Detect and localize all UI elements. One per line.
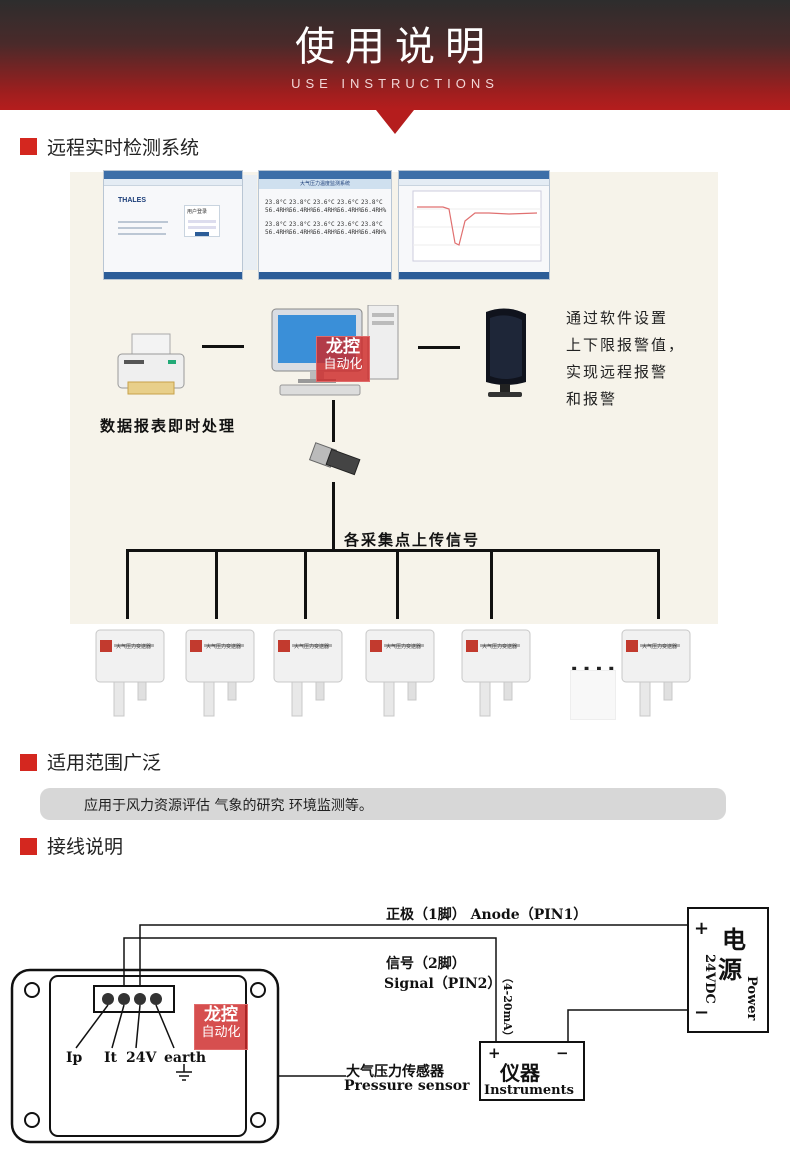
table-cell-humidity: 56.4RH% — [265, 207, 291, 214]
screenshot-trend-chart — [398, 170, 550, 280]
sensor-device: 大气压力变送器 — [94, 626, 166, 722]
section-title-remote: 远程实时检测系统 — [47, 137, 200, 159]
sensor-label-cn: 大气压力传感器 — [346, 1063, 445, 1080]
sensor-device: 大气压力变送器 — [272, 626, 344, 722]
anode-wire — [139, 924, 700, 987]
table-cell-humidity: 56.4RH% — [313, 229, 339, 236]
power-label-en: Power — [744, 976, 759, 1021]
terminal-label: Ip — [66, 1050, 83, 1066]
table-cell-humidity: 56.4RH% — [313, 207, 339, 214]
table-cell: 23.8°C — [289, 199, 311, 206]
signal-label-en: Signal（PIN2） — [384, 976, 501, 992]
placeholder-box — [570, 670, 616, 720]
mount-hole — [24, 1112, 40, 1128]
table-cell: 23.6°C — [313, 221, 335, 228]
table-cell: 23.8°C — [361, 199, 383, 206]
table-cell-humidity: 56.4RH% — [337, 229, 363, 236]
header-banner — [0, 0, 790, 110]
sensor-label-en: Pressure sensor — [344, 1078, 470, 1094]
section-marker — [20, 838, 37, 855]
svg-text:+: + — [694, 918, 709, 939]
alarm-speaker-icon — [486, 308, 526, 397]
signal-wire — [123, 937, 497, 1062]
power-box — [687, 907, 769, 1033]
sensor-device: 大气压力变送器 — [460, 626, 532, 722]
power-voltage: 24VDC — [702, 954, 717, 1004]
table-cell: 23.6°C — [313, 199, 335, 206]
sensor-device: 大气压力变送器 — [620, 626, 692, 722]
screen-brand: THALES — [118, 197, 146, 204]
instrument-label-en: Instruments — [484, 1083, 574, 1098]
printer-icon — [117, 333, 185, 395]
sensor-label: 大气压力变送器 — [386, 644, 422, 650]
svg-text:−: − — [556, 1044, 569, 1062]
sensor-label: 大气压力变送器 — [482, 644, 518, 650]
scope-bar — [40, 788, 726, 820]
terminal-label: It — [104, 1050, 118, 1066]
mount-hole — [250, 1112, 266, 1128]
watermark-logo: 龙控 自动化 — [194, 1004, 248, 1050]
current-label: （4-20mA） — [501, 972, 514, 1042]
signal-label-cn: 信号（2脚） — [386, 955, 466, 972]
trend-chart-svg — [412, 190, 542, 262]
terminal-label: earth — [164, 1050, 206, 1066]
table-cell-humidity: 56.4RH% — [265, 229, 291, 236]
page-subtitle: USE INSTRUCTIONS — [291, 76, 499, 91]
table-cell-humidity: 56.4RH% — [337, 207, 363, 214]
sensor-device: 大气压力变送器 — [364, 626, 436, 722]
anode-label: 正极（1脚） Anode（PIN1） — [386, 906, 587, 923]
banner-arrow — [376, 110, 414, 134]
table-cell-humidity: 56.4RH% — [361, 229, 387, 236]
table-cell-humidity: 56.4RH% — [289, 207, 315, 214]
printer-link — [202, 345, 244, 348]
sensor-label: 大气压力变送器 — [206, 644, 242, 650]
return-wire — [567, 1009, 690, 1042]
section-title-scope: 适用范围广泛 — [47, 752, 162, 774]
table-cell: 23.6°C — [337, 199, 359, 206]
page-title: 使用说明 — [295, 24, 495, 70]
table-cell-humidity: 56.4RH% — [289, 229, 315, 236]
table-cell: 23.8°C — [265, 199, 287, 206]
table-cell: 23.8°C — [289, 221, 311, 228]
trunk-line — [332, 482, 335, 550]
section-title-wiring: 接线说明 — [47, 836, 124, 858]
upload-note: 各采集点上传信号 — [344, 531, 481, 549]
power-label-cn-1: 电 — [722, 925, 746, 954]
table-cell-humidity: 56.4RH% — [361, 207, 387, 214]
svg-text:−: − — [694, 1002, 709, 1023]
svg-text:+: + — [488, 1044, 501, 1062]
table-cell: 23.8°C — [361, 221, 383, 228]
watermark-logo: 龙控 自动化 — [316, 336, 370, 382]
screenshot-login: THALES 用户登录 — [103, 170, 243, 280]
power-label-cn-2: 源 — [718, 955, 742, 984]
section-marker — [20, 754, 37, 771]
table-cell: 23.8°C — [265, 221, 287, 228]
printer-note: 数据报表即时处理 — [100, 417, 237, 435]
section-marker — [20, 138, 37, 155]
sensor-label: 大气压力变送器 — [116, 644, 152, 650]
mount-hole — [24, 982, 40, 998]
table-cell: 23.6°C — [337, 221, 359, 228]
alarm-note: 通过软件设置 上下限报警值， 实现远程报警 和报警 — [566, 309, 686, 408]
wiring-diagram: Ip It 24V earth 正极（1脚） Anode（PIN1） 信号（2脚… — [10, 906, 769, 1144]
sensor-label: 大气压力变送器 — [642, 644, 678, 650]
converter-icon — [308, 442, 361, 476]
scope-text: 应用于风力资源评估 气象的研究 环境监测等。 — [84, 798, 373, 814]
sensor-label: 大气压力变送器 — [294, 644, 330, 650]
instrument-box — [479, 1041, 585, 1101]
terminal-label: 24V — [126, 1050, 157, 1066]
pc-to-converter-line — [332, 400, 335, 442]
alarm-link — [418, 346, 460, 349]
instrument-label-cn: 仪器 — [499, 1061, 541, 1085]
sensor-device: 大气压力变送器 — [184, 626, 256, 722]
bus-line — [126, 549, 660, 552]
login-box: 用户登录 — [184, 205, 220, 237]
screen-sidebar — [243, 175, 257, 270]
mount-hole — [250, 982, 266, 998]
